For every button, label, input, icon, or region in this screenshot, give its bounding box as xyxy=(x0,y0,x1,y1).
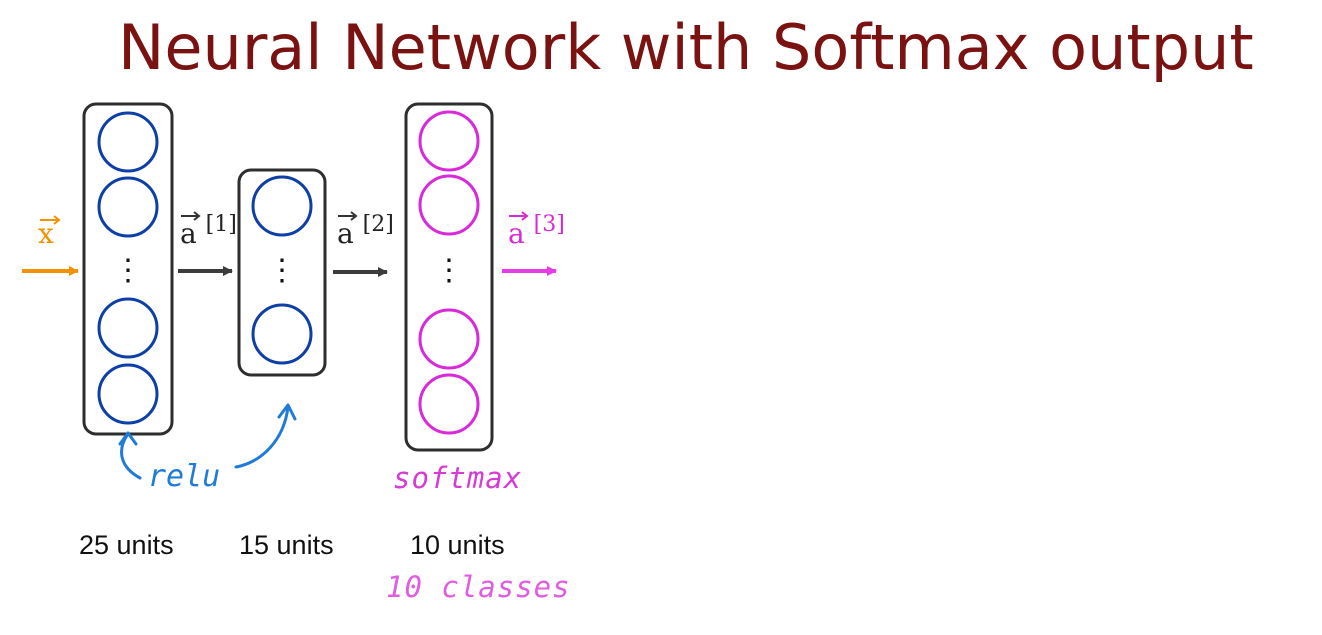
page-title: Neural Network with Softmax output xyxy=(118,11,1254,84)
layer-1-units: 25 units xyxy=(79,530,174,560)
arrowhead-icon xyxy=(118,431,138,446)
neuron xyxy=(251,175,313,237)
activation-3-index: [3] xyxy=(534,212,565,237)
activation-2-index: [2] xyxy=(363,212,394,237)
ellipsis-icon: ⋮ xyxy=(434,253,464,288)
neuron xyxy=(418,174,480,236)
layer-3-box xyxy=(404,102,494,452)
curved-arrow-icon xyxy=(234,405,290,469)
activation-1-label: a [1] xyxy=(180,211,237,250)
vector-arrowhead-icon xyxy=(53,215,61,225)
activation-3-base: a xyxy=(508,217,525,250)
input-label: x xyxy=(38,217,54,250)
layer-2-units: 15 units xyxy=(239,530,334,560)
activation-2-base: a xyxy=(337,217,354,250)
vector-arrow-icon xyxy=(181,211,201,221)
svg-text:a [2]: a [2] xyxy=(337,212,394,250)
activation-1-index: [1] xyxy=(206,212,237,237)
activation-2-label: a [2] xyxy=(337,211,394,250)
neuron xyxy=(251,303,313,365)
layer-3-units: 10 units xyxy=(410,530,505,560)
neuron xyxy=(97,297,159,359)
vector-arrow-icon xyxy=(509,211,529,221)
svg-text:a [1]: a [1] xyxy=(180,212,237,250)
layer-1: ⋮ xyxy=(82,102,174,436)
ellipsis-icon: ⋮ xyxy=(267,253,297,288)
layer-2: ⋮ xyxy=(237,168,327,377)
neuron xyxy=(97,111,159,173)
activation-3-label: a [3] xyxy=(508,211,565,250)
neuron xyxy=(418,373,480,435)
ellipsis-icon: ⋮ xyxy=(113,253,143,288)
neuron xyxy=(97,363,159,425)
neuron xyxy=(418,308,480,370)
vector-arrow-icon xyxy=(338,211,358,221)
relu-annotation: relu xyxy=(118,403,297,494)
relu-label: relu xyxy=(148,459,220,494)
input-vector: x xyxy=(38,215,61,250)
arrowhead-icon xyxy=(277,403,297,421)
softmax-label: softmax xyxy=(393,461,522,495)
layer-3: ⋮ xyxy=(404,102,494,452)
neuron xyxy=(97,176,159,238)
neuron xyxy=(418,110,480,172)
curved-arrow-icon xyxy=(120,432,142,480)
svg-text:a [3]: a [3] xyxy=(508,212,565,250)
activation-1-base: a xyxy=(180,217,197,250)
layer-2-box xyxy=(237,168,327,377)
classes-note: 10 classes xyxy=(386,570,571,604)
